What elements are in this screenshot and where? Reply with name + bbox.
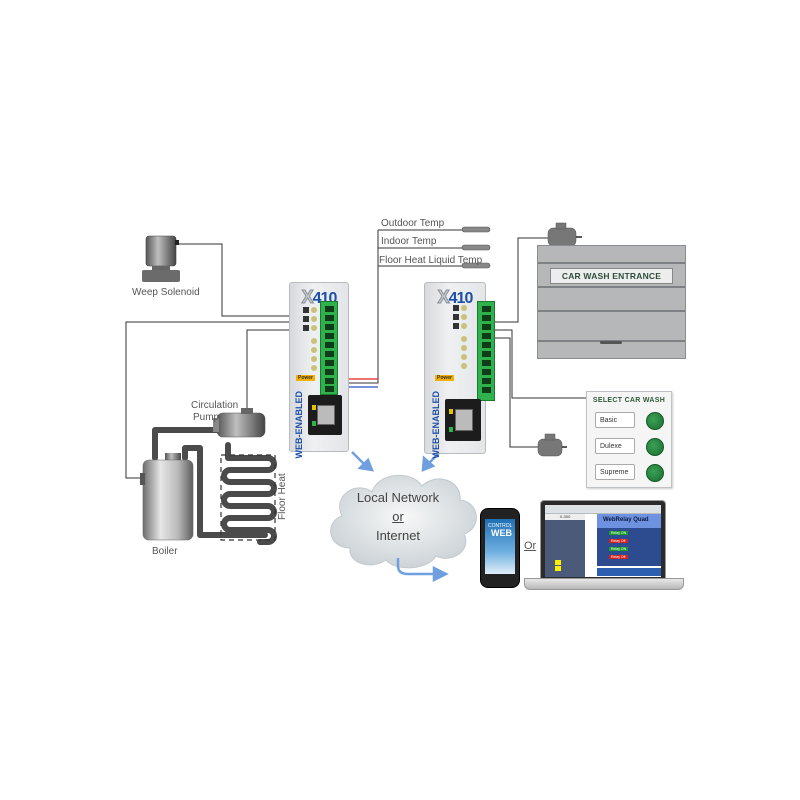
power-indicator: Power [296, 375, 316, 381]
dulexe-button[interactable] [646, 438, 664, 456]
option-basic[interactable]: Basic [595, 412, 635, 428]
smartphone: CONTROL WEB [480, 508, 520, 588]
floor-heat-label: Floor Heat [277, 473, 288, 520]
boiler-tank [142, 459, 194, 541]
relay-list: Relay ON Relay Off Relay ON Relay Off [597, 528, 661, 566]
boiler-label: Boiler [152, 546, 178, 557]
weep-solenoid-label: Weep Solenoid [132, 287, 200, 298]
web-enabled-label: WEB-ENABLED [431, 391, 441, 459]
or-label: or [392, 509, 404, 524]
terminal-block [477, 301, 495, 401]
terminal-block [320, 301, 338, 395]
indoor-temp-label: Indoor Temp [381, 236, 437, 247]
x410-controller-left: X410 Power WEB-ENABLED [289, 282, 349, 459]
ethernet-port[interactable] [308, 395, 342, 435]
internet-label: Internet [375, 528, 421, 543]
left-status-panel: X-300 [545, 514, 585, 577]
circulation-pump-body [216, 412, 266, 438]
local-network-label: Local Network [356, 490, 440, 505]
basic-button[interactable] [646, 412, 664, 430]
car-wash-entrance-sign: CAR WASH ENTRANCE [550, 268, 673, 284]
phone-screen[interactable]: CONTROL WEB [485, 519, 515, 574]
power-indicator: Power [435, 375, 455, 381]
webrelay-title: WebRelay Quad [597, 514, 661, 528]
laptop-base [524, 578, 684, 590]
outdoor-temp-label: Outdoor Temp [381, 218, 445, 229]
supreme-button[interactable] [646, 464, 664, 482]
x410-logo: X410 [301, 287, 337, 308]
or-label-clients: Or [524, 540, 537, 552]
cloud-shape [330, 474, 477, 569]
door-handle [600, 341, 622, 344]
pump-label: Pump [193, 412, 220, 423]
web-enabled-label: WEB-ENABLED [294, 391, 304, 459]
option-supreme[interactable]: Supreme [595, 464, 635, 480]
car-wash-garage-door: CAR WASH ENTRANCE [537, 245, 686, 359]
x410-logo: X410 [437, 287, 473, 308]
browser-window: X-300 WebRelay Quad Relay ON Relay Off R… [545, 505, 661, 577]
x410-controller-right: X410 Power WEB-ENABLED [424, 282, 495, 459]
option-dulexe[interactable]: Dulexe [595, 438, 635, 454]
ethernet-port[interactable] [445, 399, 481, 441]
laptop-screen: X-300 WebRelay Quad Relay ON Relay Off R… [540, 500, 666, 580]
select-car-wash-panel: SELECT CAR WASH Basic Dulexe Supreme [586, 391, 672, 488]
floor-heat-zone [220, 454, 276, 541]
floor-heat-liquid-temp-label: Floor Heat Liquid Temp [379, 255, 483, 266]
select-car-wash-title: SELECT CAR WASH [592, 397, 666, 404]
circulation-label: Circulation [191, 400, 239, 411]
